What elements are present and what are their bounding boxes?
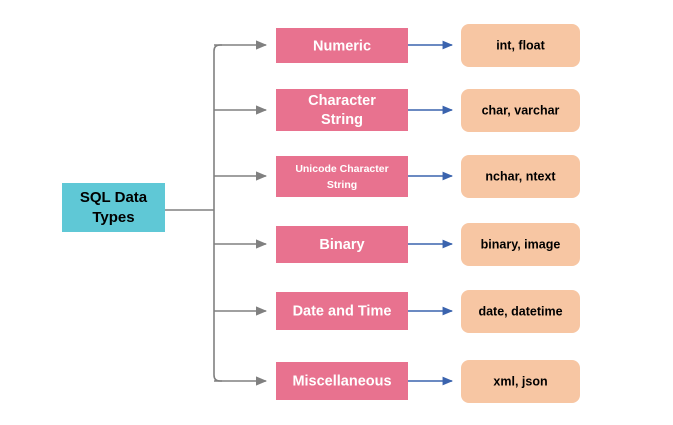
category-node-numeric[interactable]: Numeric <box>276 28 408 63</box>
category-node-label-line1: Character <box>308 93 376 109</box>
category-node-box <box>276 156 408 197</box>
category-node-box <box>276 89 408 131</box>
example-node-box <box>461 24 580 67</box>
root-node-box <box>62 183 165 232</box>
root-node-sql-data-types[interactable]: SQL Data Types <box>62 183 165 232</box>
category-node-label-line2: String <box>321 112 363 128</box>
category-node-label: Numeric <box>313 38 371 54</box>
category-node-character-string[interactable]: Character String <box>276 89 408 131</box>
category-node-miscellaneous[interactable]: Miscellaneous <box>276 362 408 400</box>
example-node-date-and-time[interactable]: date, datetime <box>461 290 580 333</box>
example-node-label: xml, json <box>493 374 547 388</box>
example-node-label: date, datetime <box>478 304 562 318</box>
example-node-numeric[interactable]: int, float <box>461 24 580 67</box>
example-node-label: char, varchar <box>482 103 560 117</box>
example-node-label: int, float <box>496 38 545 52</box>
category-node-unicode-character-string[interactable]: Unicode Character String <box>276 156 408 197</box>
example-node-box <box>461 223 580 266</box>
category-node-box <box>276 362 408 400</box>
example-node-character-string[interactable]: char, varchar <box>461 89 580 132</box>
category-node-label: Date and Time <box>293 303 392 319</box>
category-node-label-line2: String <box>327 179 357 191</box>
category-node-date-and-time[interactable]: Date and Time <box>276 292 408 330</box>
trunk-spine <box>213 44 222 382</box>
category-node-binary[interactable]: Binary <box>276 226 408 263</box>
example-node-box <box>461 89 580 132</box>
category-node-box <box>276 28 408 63</box>
category-node-label-line1: Unicode Character <box>295 163 388 175</box>
example-node-box <box>461 290 580 333</box>
category-node-box <box>276 226 408 263</box>
root-node-label-line2: Types <box>92 209 134 226</box>
example-node-box <box>461 360 580 403</box>
category-node-label: Binary <box>319 237 364 253</box>
example-node-box <box>461 155 580 198</box>
example-node-unicode-character-string[interactable]: nchar, ntext <box>461 155 580 198</box>
category-node-label: Miscellaneous <box>292 373 391 389</box>
example-node-label: nchar, ntext <box>485 169 556 183</box>
example-node-label: binary, image <box>481 237 561 251</box>
root-node-label-line1: SQL Data <box>80 189 148 206</box>
example-node-binary[interactable]: binary, image <box>461 223 580 266</box>
example-node-miscellaneous[interactable]: xml, json <box>461 360 580 403</box>
category-node-box <box>276 292 408 330</box>
